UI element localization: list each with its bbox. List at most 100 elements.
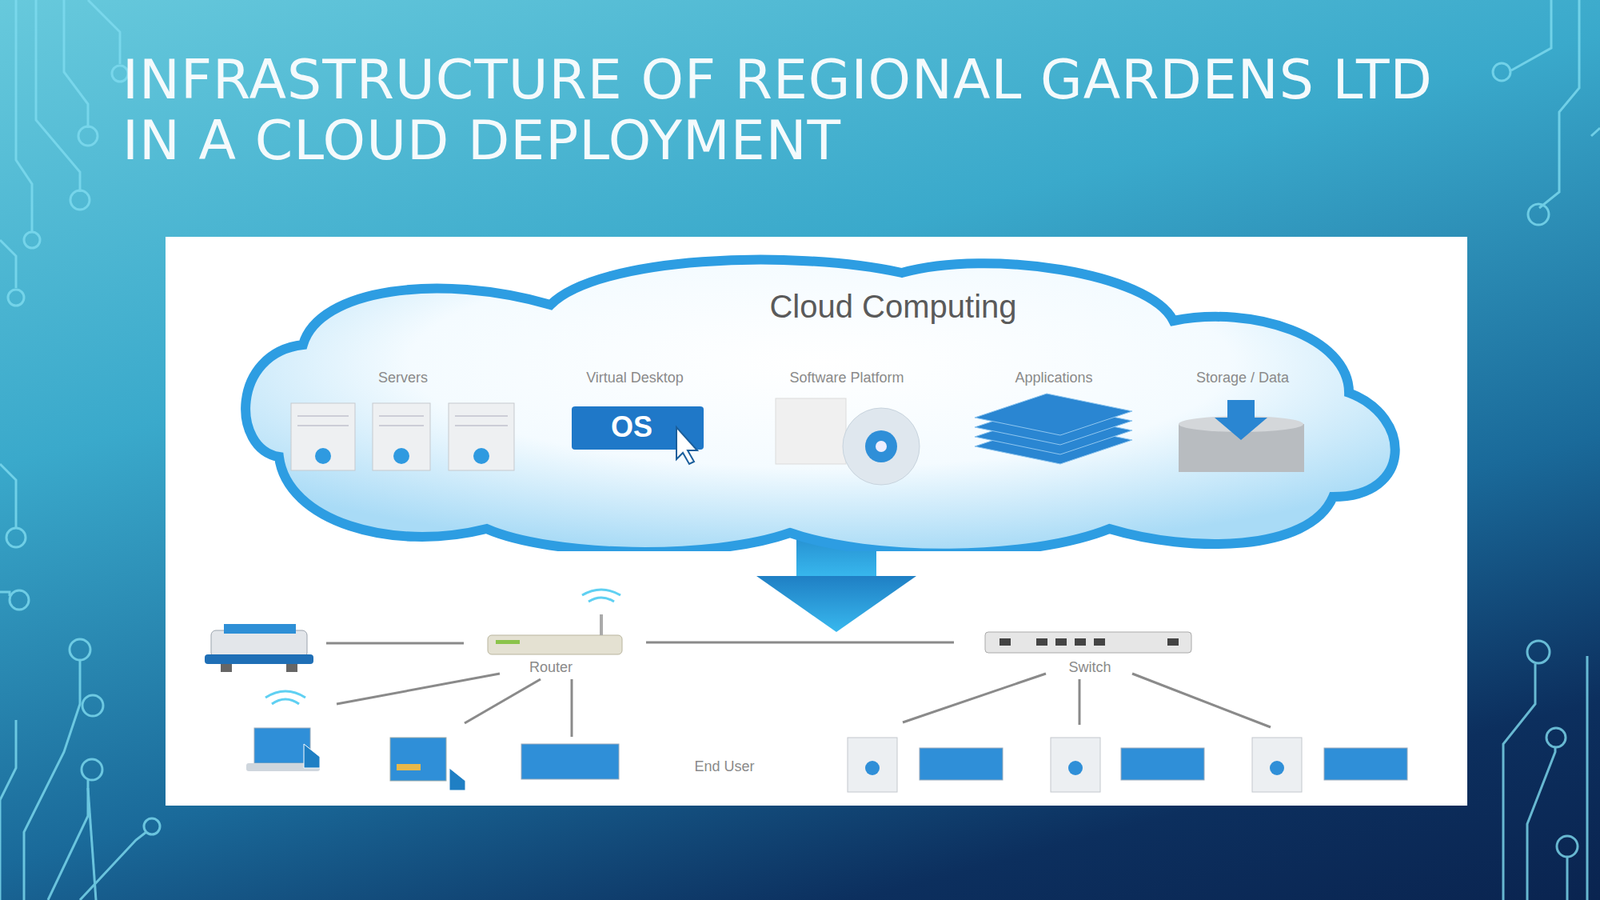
printer-icon bbox=[204, 623, 314, 672]
laptop-icon bbox=[246, 690, 320, 771]
software-platform-icon-part bbox=[775, 398, 846, 464]
circuit-decoration-part bbox=[1591, 127, 1600, 136]
router-icon-part bbox=[599, 614, 603, 635]
circuit-decoration-part bbox=[6, 527, 26, 547]
server-icon-part bbox=[297, 415, 349, 417]
circuit-decoration-part bbox=[35, 0, 80, 192]
laptop-icon-part bbox=[254, 727, 311, 763]
tablet-icon-part bbox=[449, 767, 466, 791]
applications-icon bbox=[974, 393, 1133, 464]
printer-icon-part bbox=[204, 654, 314, 664]
network-wires-part bbox=[570, 678, 574, 737]
software-platform-icon-part bbox=[875, 440, 887, 452]
software-platform-icon-part bbox=[842, 407, 920, 485]
server-icon-part bbox=[379, 425, 424, 427]
circuit-decoration-part bbox=[81, 758, 103, 780]
download-arrow-part bbox=[756, 575, 917, 632]
tablet-icon-part bbox=[396, 763, 421, 771]
switch-icon bbox=[985, 631, 1192, 653]
switch-icon-part bbox=[1036, 638, 1048, 646]
os-badge-text: OS bbox=[610, 410, 653, 444]
desktop-tower-icon-part bbox=[1269, 760, 1285, 775]
monitor-icon-part bbox=[1324, 747, 1408, 780]
network-wires-part bbox=[464, 678, 541, 723]
circuit-decoration-part bbox=[0, 239, 16, 288]
server-icon-part bbox=[291, 402, 356, 471]
switch-icon-part bbox=[999, 638, 1011, 646]
circuit-decoration-part bbox=[87, 787, 96, 900]
switch-icon-part bbox=[1167, 638, 1179, 646]
circuit-decoration-part bbox=[70, 190, 90, 210]
monitor-icon-part bbox=[521, 743, 619, 779]
circuit-decoration-part bbox=[15, 0, 32, 232]
circuit-decoration-part bbox=[1586, 655, 1589, 900]
router-icon-part bbox=[487, 634, 623, 655]
circuit-decoration-part bbox=[23, 231, 40, 248]
server-icon-part bbox=[315, 447, 332, 464]
monitor-icon-part bbox=[919, 747, 1003, 780]
tablet-icon bbox=[390, 737, 466, 791]
network-wires-part bbox=[902, 673, 1046, 723]
circuit-decoration-part bbox=[1539, 0, 1580, 208]
desktop-tower-icon-part bbox=[1050, 737, 1101, 792]
slide-title: INFRASTRUCTURE OF REGIONAL GARDENS LTD I… bbox=[122, 49, 1482, 172]
printer-icon-part bbox=[223, 623, 296, 634]
network-wires bbox=[326, 642, 1271, 737]
server-icon-part bbox=[379, 415, 424, 417]
circuit-decoration-part bbox=[1527, 640, 1550, 663]
applications-icon-part bbox=[974, 393, 1133, 435]
network-wires-part bbox=[336, 673, 500, 704]
virtual-desktop-icon bbox=[571, 406, 704, 464]
device-caption: End User bbox=[694, 758, 755, 775]
circuit-decoration-part bbox=[7, 289, 24, 306]
network-wires-part bbox=[1132, 673, 1271, 727]
network-wires-part bbox=[326, 642, 464, 645]
server-icon-part bbox=[393, 447, 410, 464]
circuit-decoration-part bbox=[1527, 747, 1556, 900]
applications-icon-part bbox=[974, 402, 1133, 445]
tablet-icon-part bbox=[390, 737, 447, 781]
cloud-heading: Cloud Computing bbox=[769, 288, 1017, 325]
icon-caption: Virtual Desktop bbox=[586, 369, 684, 387]
printer-icon-part bbox=[211, 630, 308, 658]
circuit-decoration-part bbox=[63, 0, 88, 128]
circuit-decoration-part bbox=[1546, 727, 1566, 747]
server-icon-part bbox=[454, 425, 508, 427]
desktop-tower-icon-part bbox=[1252, 737, 1302, 792]
circuit-decoration-part bbox=[9, 590, 29, 610]
icon-caption: Software Platform bbox=[789, 369, 904, 387]
circuit-decoration-part bbox=[0, 719, 16, 900]
server-icon-part bbox=[448, 402, 515, 471]
laptop-icon-part bbox=[303, 743, 320, 768]
server-icon bbox=[291, 402, 515, 471]
circuit-decoration-part bbox=[1528, 203, 1549, 225]
router-icon-part bbox=[582, 589, 621, 602]
circuit-decoration-part bbox=[23, 659, 80, 900]
printer-icon-part bbox=[220, 663, 232, 672]
picture-frame bbox=[165, 236, 1468, 806]
desktop-tower-icon-part bbox=[1068, 760, 1083, 775]
desktop-tower-icon-part bbox=[847, 737, 898, 792]
circuit-decoration-part bbox=[87, 0, 120, 64]
software-platform-icon bbox=[775, 398, 920, 485]
circuit-decoration-part bbox=[0, 591, 10, 596]
circuit-decoration-part bbox=[1556, 835, 1578, 857]
virtual-desktop-icon-part bbox=[571, 406, 704, 450]
circuit-decoration-part bbox=[1511, 0, 1552, 71]
circuit-decoration-part bbox=[1492, 63, 1511, 81]
storage-icon-part bbox=[1178, 415, 1304, 432]
device-caption: Switch bbox=[1068, 658, 1111, 676]
circuit-decoration-part bbox=[143, 817, 160, 834]
network-wires-part bbox=[646, 641, 954, 644]
switch-icon-part bbox=[1074, 638, 1086, 646]
applications-icon-part bbox=[974, 422, 1133, 464]
printer-icon-part bbox=[286, 663, 298, 672]
storage-icon bbox=[1178, 399, 1305, 472]
storage-icon-part bbox=[1214, 399, 1268, 440]
router-icon-part bbox=[495, 639, 520, 644]
virtual-desktop-icon-part bbox=[676, 426, 698, 464]
software-platform-icon-part bbox=[865, 430, 898, 463]
server-icon-part bbox=[454, 415, 508, 417]
